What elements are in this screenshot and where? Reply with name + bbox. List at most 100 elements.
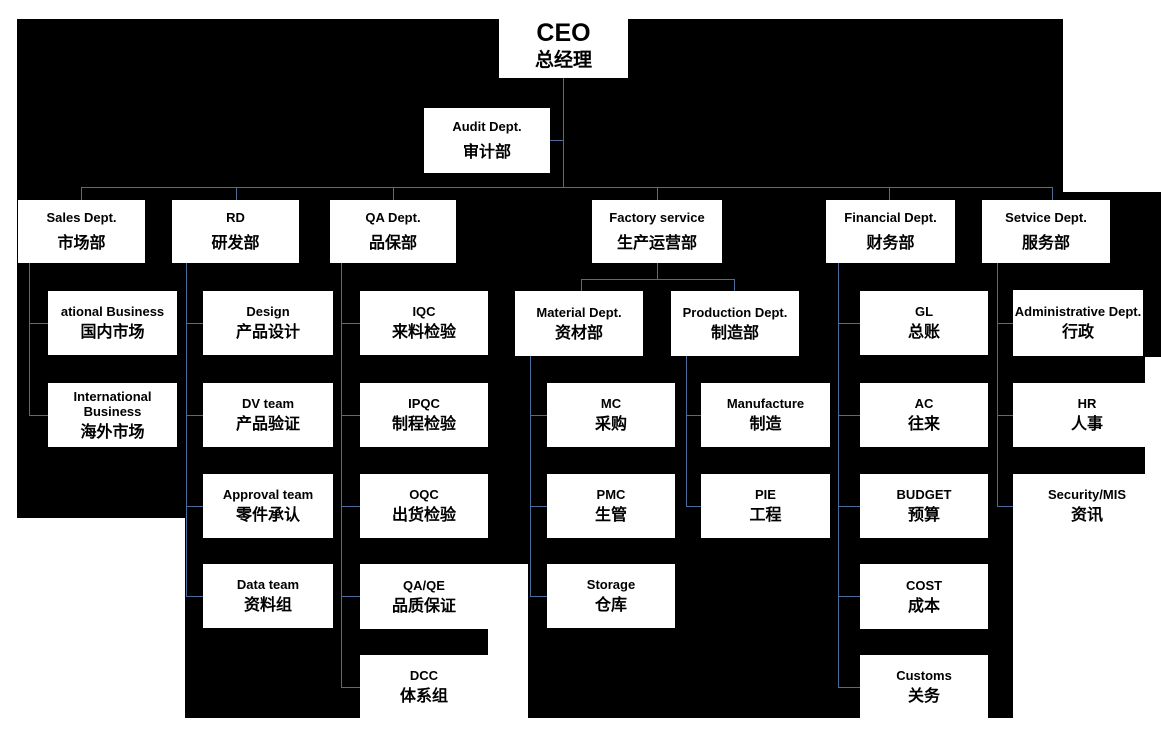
node-label-zh: 国内市场	[80, 324, 145, 341]
org-node-dv-team: DV team 产品验证	[203, 383, 333, 447]
org-node-administrative-dept: Administrative Dept.行政	[1013, 290, 1143, 356]
node-label-zh: 财务部	[866, 235, 915, 252]
org-node-customs: Customs 关务	[860, 655, 988, 719]
connector-sales-vline	[29, 263, 30, 416]
connector-sales-stub-2	[29, 415, 48, 416]
connector-material-vline	[530, 356, 531, 597]
connector-rd-stub-1	[186, 323, 203, 324]
node-label-en: IPQC	[408, 396, 440, 411]
node-label-zh: 总经理	[534, 50, 592, 71]
connector-rd-vline	[186, 263, 187, 597]
org-node-rd: RD 研发部	[172, 200, 299, 263]
org-node-ipqc: IPQC 制程检验	[360, 383, 488, 447]
org-node-budget: BUDGET 预算	[860, 474, 988, 538]
node-label-en: ational Business	[60, 304, 165, 319]
node-label-en: Setvice Dept.	[1005, 210, 1087, 225]
node-label-en: Customs	[896, 668, 952, 683]
node-label-en: DCC	[409, 668, 439, 683]
node-label-en: IQC	[412, 304, 436, 319]
node-label-zh: 品保部	[368, 235, 417, 252]
node-label-zh: 总账	[907, 324, 940, 341]
org-node-financial: Financial Dept. 财务部	[826, 200, 955, 263]
node-label-zh: 服务部	[1021, 235, 1070, 252]
connector-service-vline	[997, 263, 998, 506]
node-label-zh: 预算	[907, 507, 940, 524]
node-label-en: Data team	[236, 577, 300, 592]
node-label-en: AC	[914, 396, 934, 411]
node-label-en: MC	[600, 396, 622, 411]
connector-factory-vline	[657, 263, 658, 280]
node-label-zh: 仓库	[594, 597, 627, 614]
node-label-en: Sales Dept.	[46, 210, 117, 225]
connector-qa-vline	[341, 263, 342, 688]
node-label-zh: 市场部	[57, 235, 106, 252]
node-label-en: BUDGET	[896, 487, 952, 502]
node-label-zh: 制造部	[710, 324, 759, 342]
node-label-zh: 研发部	[211, 235, 260, 252]
connector-qa-stub-1	[341, 323, 360, 324]
node-label-en: RD	[226, 210, 245, 225]
node-label-zh: 人事	[1070, 416, 1103, 433]
node-label-en: DV team	[241, 396, 295, 411]
node-label-en: QA/QE	[403, 577, 445, 593]
connector-service-stub-3	[997, 506, 1013, 507]
node-label-zh: 海外市场	[80, 423, 145, 441]
node-label-en: Financial Dept.	[844, 210, 937, 225]
connector-qa-stub-5	[341, 687, 360, 688]
connector-service-stub-1	[997, 323, 1013, 324]
node-label-en: International Business	[73, 388, 152, 419]
org-node-dcc: DCC 体系组	[360, 655, 488, 719]
node-label-zh: 关务	[907, 688, 940, 705]
connector-material-stub-3	[530, 596, 547, 597]
node-label-en: Production Dept.	[682, 304, 788, 320]
connector-main-rail	[81, 187, 1052, 188]
node-label-en: PIE	[755, 487, 776, 502]
node-label-zh: 制程检验	[391, 416, 456, 433]
node-label-en: OQC	[409, 487, 439, 502]
node-label-zh: 体系组	[399, 688, 448, 705]
connector-financial-stub-4	[838, 596, 860, 597]
node-label-en: COST	[905, 577, 943, 593]
node-label-zh: 采购	[594, 416, 627, 433]
connector-factory-rail	[581, 279, 735, 280]
connector-drop-rd	[236, 187, 237, 200]
org-node-audit: Audit Dept.审计部	[424, 108, 550, 173]
connector-material-stub-1	[530, 415, 547, 416]
org-node-ac: AC 往来	[860, 383, 988, 447]
connector-qa-stub-3	[341, 506, 360, 507]
org-node-mc: MC 采购	[547, 383, 675, 447]
connector-rd-stub-2	[186, 415, 203, 416]
connector-drop-service	[1052, 187, 1053, 200]
connector-drop-qa	[393, 187, 394, 200]
node-label-zh: 资料组	[243, 597, 292, 614]
node-label-zh: 生管	[594, 507, 627, 524]
org-node-domestic-business: ational Business 国内市场	[48, 291, 177, 355]
node-label-zh: 制造	[749, 416, 782, 433]
node-label-zh: 产品验证	[235, 416, 300, 433]
connector-rd-stub-3	[186, 506, 203, 507]
node-label-en: Storage	[586, 577, 636, 592]
org-node-sales: Sales Dept. 市场部	[18, 200, 145, 263]
node-label-zh: 往来	[907, 416, 940, 433]
connector-qa-stub-4	[341, 596, 360, 597]
connector-financial-stub-2	[838, 415, 860, 416]
connector-rd-stub-4	[186, 596, 203, 597]
node-label-zh: 产品设计	[235, 324, 300, 341]
connector-sales-stub-1	[29, 323, 48, 324]
connector-material-stub-2	[530, 506, 547, 507]
node-label-en: Material Dept.	[536, 304, 622, 320]
black-region-svc-gap-band-1	[1013, 356, 1145, 383]
connector-production-stub-1	[686, 415, 701, 416]
node-label-zh: 行政	[1061, 324, 1094, 341]
node-label-zh: 生产运营部	[616, 235, 697, 252]
